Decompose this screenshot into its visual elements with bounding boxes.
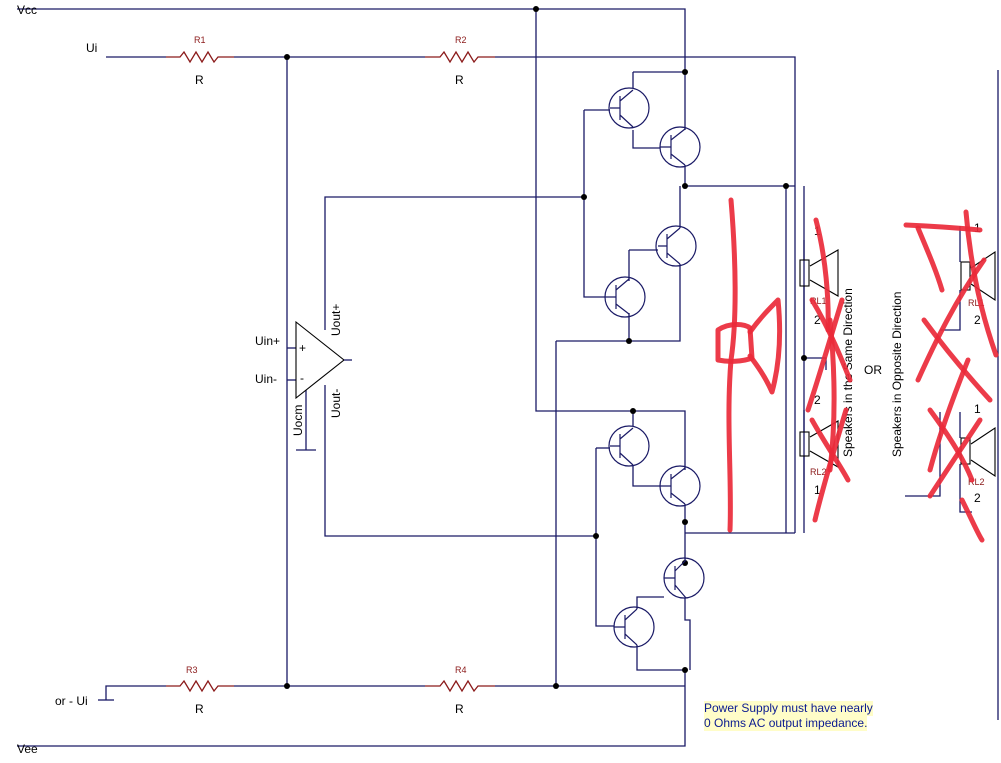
svg-text:Uout-: Uout- bbox=[329, 389, 343, 418]
ui-neg-input-label: or - Ui bbox=[55, 694, 88, 708]
differential-op-amp: + - Uin+ Uin- Uout+ Uout- Uocm bbox=[255, 304, 352, 436]
resistor-r3: R3 R bbox=[166, 665, 234, 716]
note-line-2: 0 Ohms AC output impedance. bbox=[704, 716, 868, 731]
svg-text:R4: R4 bbox=[455, 665, 467, 675]
svg-text:R: R bbox=[455, 73, 464, 87]
wires bbox=[17, 8, 999, 747]
power-supply-note: Power Supply must have nearly 0 Ohms AC … bbox=[704, 701, 873, 731]
svg-text:R2: R2 bbox=[455, 35, 467, 45]
svg-text:Uin+: Uin+ bbox=[255, 334, 280, 348]
svg-text:Uin-: Uin- bbox=[255, 372, 277, 386]
svg-text:RL1: RL1 bbox=[968, 298, 985, 308]
svg-text:1: 1 bbox=[814, 483, 821, 497]
transistor-q5 bbox=[608, 425, 650, 467]
resistor-r2: R2 R bbox=[425, 35, 495, 87]
svg-text:R: R bbox=[455, 702, 464, 716]
svg-text:-: - bbox=[300, 371, 304, 385]
transistor-q4 bbox=[604, 276, 646, 318]
transistor-q7 bbox=[663, 557, 705, 599]
ui-input-label: Ui bbox=[86, 41, 97, 55]
svg-text:R: R bbox=[195, 73, 204, 87]
svg-text:2: 2 bbox=[974, 491, 981, 505]
svg-text:2: 2 bbox=[814, 313, 821, 327]
transistor-q3 bbox=[655, 225, 697, 267]
transistor-q6 bbox=[659, 465, 701, 507]
note-line-1: Power Supply must have nearly bbox=[704, 701, 873, 716]
svg-text:RL2: RL2 bbox=[968, 477, 985, 487]
svg-text:2: 2 bbox=[814, 393, 821, 407]
svg-text:R3: R3 bbox=[186, 665, 198, 675]
vee-label: Vee bbox=[17, 742, 38, 756]
svg-text:Uout+: Uout+ bbox=[329, 304, 343, 336]
resistor-r1: R1 R bbox=[166, 35, 234, 87]
transistor-q1 bbox=[608, 87, 650, 129]
svg-text:R1: R1 bbox=[194, 35, 206, 45]
caption-opposite-direction: Speakers in Opposite Direction bbox=[890, 292, 904, 457]
transistor-q8 bbox=[613, 606, 655, 648]
red-markup bbox=[715, 197, 999, 543]
speaker-rl2-opposite: 1 RL2 2 bbox=[960, 402, 996, 505]
resistor-r4: R4 R bbox=[425, 665, 495, 716]
svg-text:1: 1 bbox=[974, 402, 981, 416]
vcc-label: Vcc bbox=[17, 3, 37, 17]
svg-text:Uocm: Uocm bbox=[291, 405, 305, 436]
transistor-q2 bbox=[659, 126, 701, 168]
svg-text:2: 2 bbox=[974, 313, 981, 327]
transistors bbox=[604, 87, 705, 648]
svg-text:+: + bbox=[299, 341, 306, 355]
svg-text:RL1: RL1 bbox=[810, 296, 827, 306]
svg-text:R: R bbox=[195, 702, 204, 716]
junctions bbox=[284, 6, 807, 689]
svg-text:RL2: RL2 bbox=[810, 467, 827, 477]
or-label: OR bbox=[864, 363, 882, 377]
